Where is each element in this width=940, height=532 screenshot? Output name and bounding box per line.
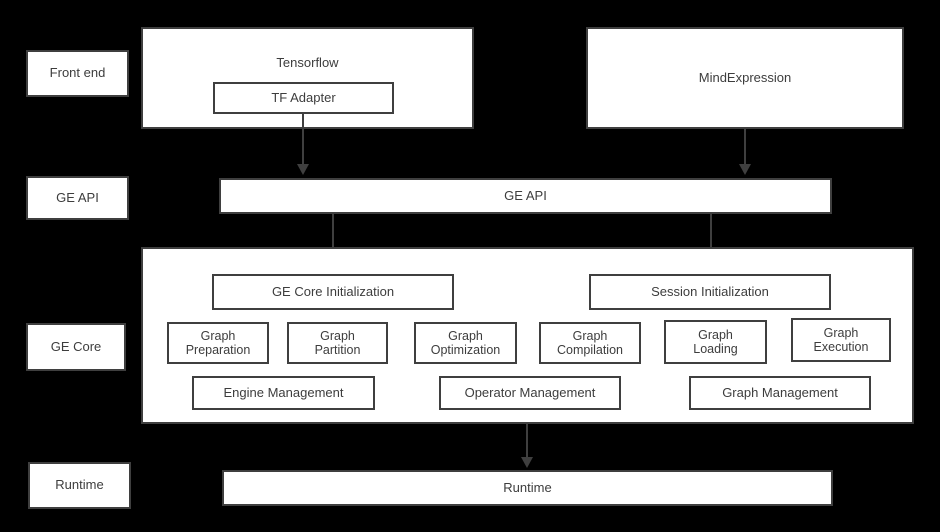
- unit-graph-partition-label: Graph Partition: [314, 328, 361, 357]
- unit-graph-compilation: Graph Compilation: [539, 322, 641, 364]
- frontend-tensorflow-label: Tensorflow: [276, 55, 339, 70]
- connector-tfadapter-to-geapi-line: [302, 114, 304, 165]
- ge-core-initialization-box: GE Core Initialization: [212, 274, 454, 310]
- ge-core-initialization-label: GE Core Initialization: [271, 283, 395, 299]
- connector-mindexpression-to-geapi-arrow: [739, 164, 751, 175]
- mgmt-engine-management-label: Engine Management: [223, 384, 344, 400]
- unit-graph-preparation: Graph Preparation: [167, 322, 269, 364]
- unit-graph-loading: Graph Loading: [664, 320, 767, 364]
- connector-geapi-to-gecoreinit-line: [332, 214, 334, 263]
- frontend-tf-adapter-box: TF Adapter: [213, 82, 394, 114]
- stage-label-front-end-text: Front end: [49, 65, 106, 81]
- stage-label-front-end: Front end: [26, 50, 129, 97]
- stage-label-ge-core: GE Core: [26, 323, 126, 371]
- unit-graph-execution: Graph Execution: [791, 318, 891, 362]
- session-initialization-label: Session Initialization: [651, 283, 769, 299]
- frontend-mindexpression-label: MindExpression: [698, 69, 792, 85]
- mgmt-operator-management-label: Operator Management: [464, 384, 596, 400]
- stage-label-ge-api: GE API: [26, 176, 129, 220]
- unit-graph-partition: Graph Partition: [287, 322, 388, 364]
- runtime-bar-label: Runtime: [503, 479, 552, 495]
- unit-graph-preparation-label: Graph Preparation: [185, 328, 251, 357]
- mgmt-engine-management: Engine Management: [192, 376, 375, 410]
- frontend-mindexpression-box: MindExpression: [586, 27, 904, 129]
- unit-graph-execution-label: Graph Execution: [813, 325, 869, 354]
- unit-graph-optimization-label: Graph Optimization: [430, 328, 501, 357]
- session-initialization-box: Session Initialization: [589, 274, 831, 310]
- stage-label-ge-core-text: GE Core: [50, 338, 102, 354]
- connector-tfadapter-to-geapi-arrow: [297, 164, 309, 175]
- unit-graph-compilation-label: Graph Compilation: [556, 328, 623, 357]
- mgmt-graph-management-label: Graph Management: [722, 384, 838, 400]
- stage-label-runtime: Runtime: [28, 462, 131, 509]
- connector-geapi-to-sessioninit-line: [710, 214, 712, 263]
- unit-graph-loading-label: Graph Loading: [693, 327, 738, 356]
- stage-label-ge-api-text: GE API: [56, 189, 99, 205]
- connector-gecore-to-runtime-line: [526, 424, 528, 458]
- ge-api-bar-label: GE API: [504, 187, 547, 203]
- ge-api-bar: GE API: [219, 178, 832, 214]
- mgmt-operator-management: Operator Management: [439, 376, 621, 410]
- connector-mindexpression-to-geapi-line: [744, 129, 746, 165]
- mgmt-graph-management: Graph Management: [689, 376, 871, 410]
- stage-label-runtime-text: Runtime: [55, 477, 104, 493]
- connector-gecore-to-runtime-arrow: [521, 457, 533, 468]
- unit-graph-optimization: Graph Optimization: [414, 322, 517, 364]
- runtime-bar: Runtime: [222, 470, 833, 506]
- frontend-tf-adapter-label: TF Adapter: [271, 89, 336, 105]
